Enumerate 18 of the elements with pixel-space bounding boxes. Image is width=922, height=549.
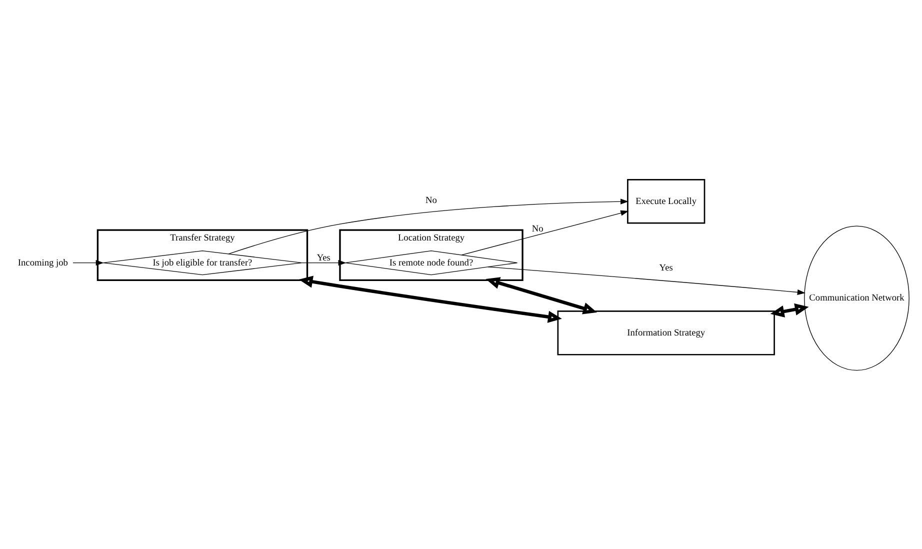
arrow [488, 266, 806, 295]
arrow [486, 276, 598, 314]
edge-label: Yes [316, 252, 330, 263]
node-ellipse: Communication Network [804, 225, 910, 370]
arrow [298, 275, 562, 322]
node-text: Incoming job [18, 258, 68, 268]
node-diamond: Is job eligible for transfer? [102, 250, 302, 275]
arrow [770, 302, 809, 317]
arrow [228, 198, 629, 254]
arrow [72, 260, 104, 266]
edge-label: No [532, 224, 544, 234]
arrow [461, 210, 629, 255]
edge-label: No [426, 195, 437, 206]
edge-label: Yes [659, 262, 673, 273]
node-diamond: Is remote node found? [344, 250, 518, 275]
arrow [302, 260, 346, 266]
node-box: Execute Locally [627, 178, 706, 224]
node-box: Information Strategy [557, 310, 775, 355]
